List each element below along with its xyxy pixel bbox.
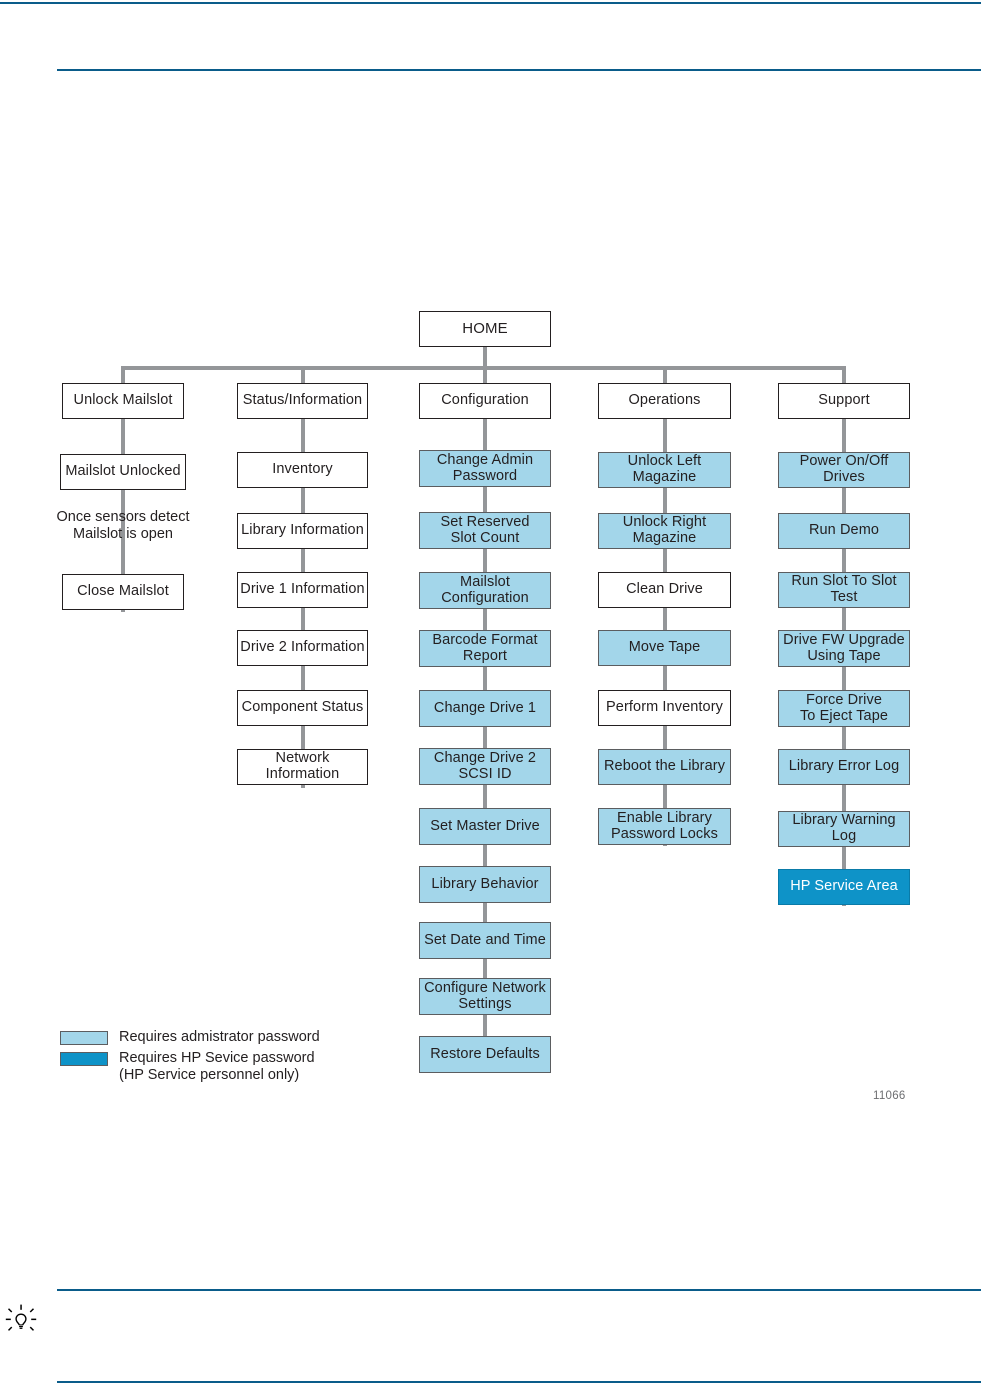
node-hp-service-area[interactable]: HP Service Area [778,869,910,905]
legend-item-service: Requires HP Sevice password (HP Service … [60,1050,390,1085]
node-configuration[interactable]: Configuration [419,383,551,419]
node-drive-1-information[interactable]: Drive 1 Information [237,572,368,608]
node-unlock-left-magazine[interactable]: Unlock Left Magazine [598,452,731,488]
connector-spine-configuration [483,418,487,1073]
node-change-admin-password[interactable]: Change Admin Password [419,450,551,487]
node-configure-network-settings[interactable]: Configure Network Settings [419,978,551,1015]
connector-bus-drop-1 [121,366,125,384]
page-rule-top-indent [57,69,981,71]
page-rule-bottom-upper [57,1289,981,1291]
node-close-mailslot[interactable]: Close Mailslot [62,574,184,610]
node-run-demo[interactable]: Run Demo [778,513,910,549]
node-mailslot-unlocked[interactable]: Mailslot Unlocked [60,454,186,490]
node-unlock-right-magazine[interactable]: Unlock Right Magazine [598,513,731,549]
figure-id: 11066 [873,1090,906,1102]
node-mailslot-configuration[interactable]: Mailslot Configuration [419,572,551,609]
page-rule-top-full [0,2,981,4]
node-library-error-log[interactable]: Library Error Log [778,749,910,785]
note-once-sensors-detect: Once sensors detect Mailslot is open [56,509,190,543]
legend-swatch-admin-icon [60,1031,108,1045]
node-force-drive-to-eject-tape[interactable]: Force Drive To Eject Tape [778,690,910,727]
node-library-warning-log[interactable]: Library Warning Log [778,811,910,847]
legend-label-service: Requires HP Sevice password (HP Service … [119,1049,315,1084]
legend-label-admin: Requires admistrator password [119,1029,320,1045]
node-unlock-mailslot[interactable]: Unlock Mailslot [62,383,184,419]
legend-swatch-service-icon [60,1051,108,1066]
page-rule-bottom-lower [57,1381,981,1383]
node-set-date-and-time[interactable]: Set Date and Time [419,922,551,959]
node-enable-library-password-locks[interactable]: Enable Library Password Locks [598,808,731,845]
node-operations[interactable]: Operations [598,383,731,419]
node-change-drive-2-scsi-id[interactable]: Change Drive 2 SCSI ID [419,748,551,785]
node-perform-inventory[interactable]: Perform Inventory [598,690,731,726]
node-inventory[interactable]: Inventory [237,452,368,488]
node-drive-fw-upgrade-using-tape[interactable]: Drive FW Upgrade Using Tape [778,630,910,667]
node-change-drive-1[interactable]: Change Drive 1 [419,690,551,727]
node-set-master-drive[interactable]: Set Master Drive [419,808,551,845]
node-clean-drive[interactable]: Clean Drive [598,572,731,608]
node-support[interactable]: Support [778,383,910,419]
lightbulb-tip-icon [4,1303,38,1337]
node-library-information[interactable]: Library Information [237,513,368,549]
node-library-behavior[interactable]: Library Behavior [419,866,551,903]
connector-spine-unlock-mailslot [121,418,125,612]
connector-bus-drop-2 [301,366,305,384]
node-run-slot-to-slot-test[interactable]: Run Slot To Slot Test [778,572,910,608]
connector-root-stem [483,346,487,368]
node-power-on-off-drives[interactable]: Power On/Off Drives [778,452,910,488]
node-reboot-the-library[interactable]: Reboot the Library [598,749,731,785]
node-network-information[interactable]: Network Information [237,749,368,785]
legend-item-admin: Requires admistrator password [60,1029,390,1047]
legend: Requires admistrator password Requires H… [60,1029,390,1088]
node-component-status[interactable]: Component Status [237,690,368,726]
connector-bus-drop-4 [663,366,667,384]
node-status-information[interactable]: Status/Information [237,383,368,419]
node-restore-defaults[interactable]: Restore Defaults [419,1036,551,1073]
node-move-tape[interactable]: Move Tape [598,630,731,666]
node-home[interactable]: HOME [419,311,551,347]
connector-bus-drop-3 [483,366,487,384]
node-barcode-format-report[interactable]: Barcode Format Report [419,630,551,667]
node-set-reserved-slot-count[interactable]: Set Reserved Slot Count [419,512,551,549]
node-drive-2-information[interactable]: Drive 2 Information [237,630,368,666]
connector-bus-drop-5 [842,366,846,384]
